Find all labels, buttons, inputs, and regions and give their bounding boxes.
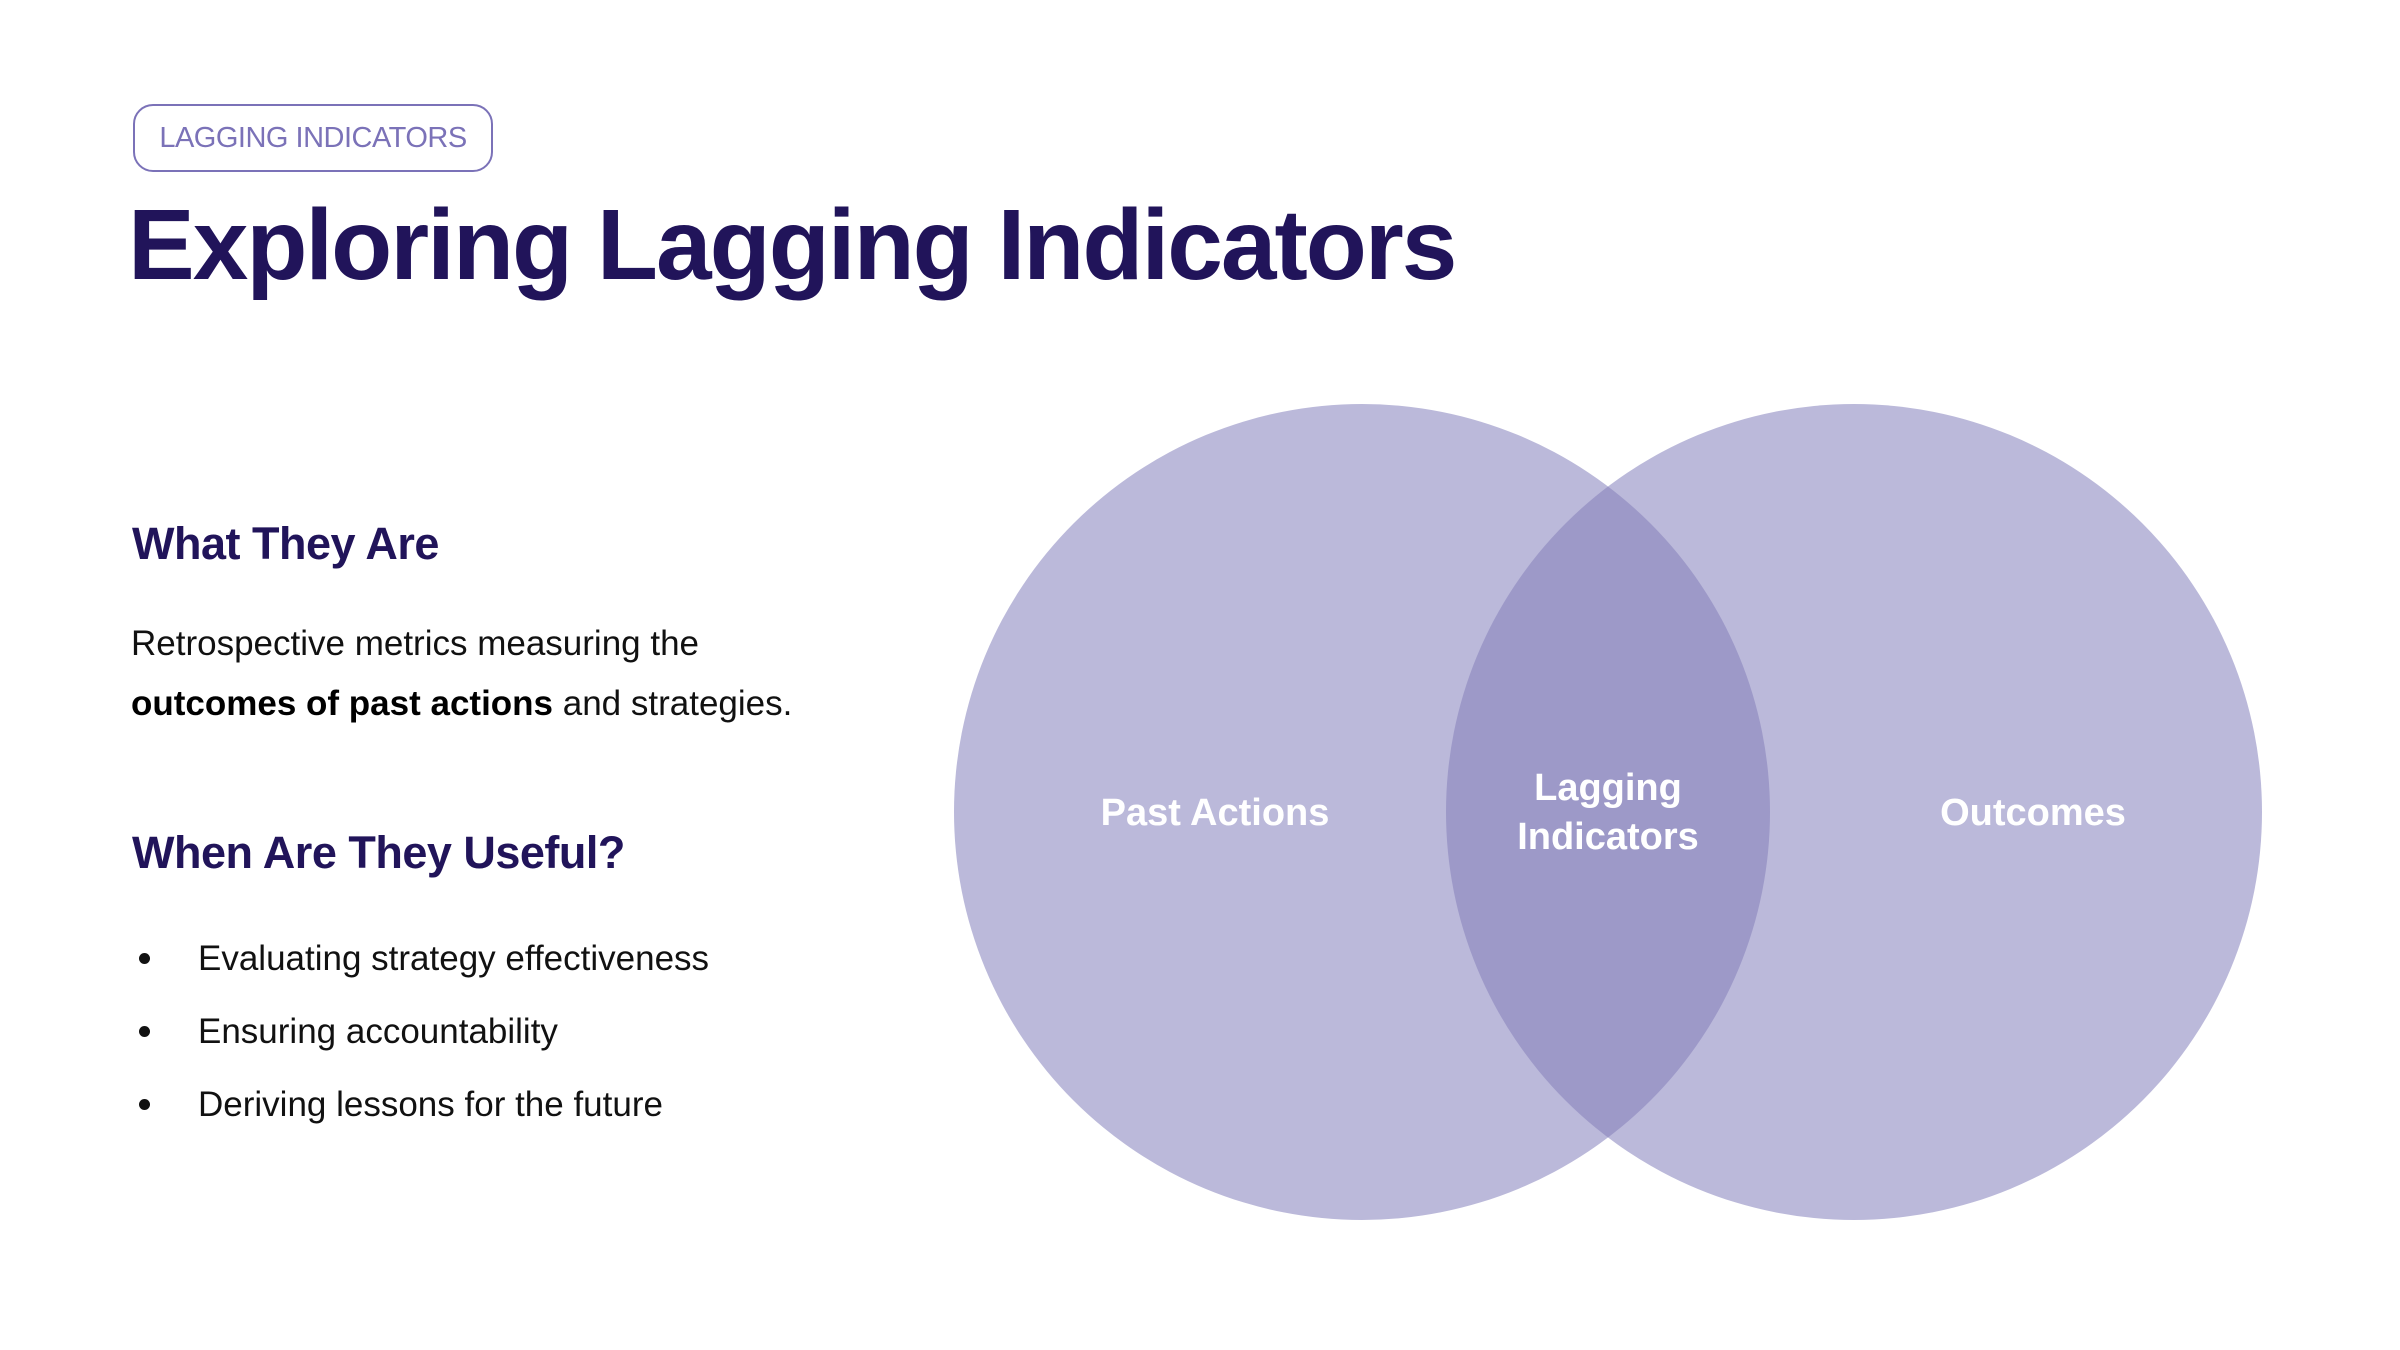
bullet-icon: [139, 1099, 150, 1110]
list-item: Deriving lessons for the future: [131, 1068, 709, 1141]
bullet-icon: [139, 953, 150, 964]
list-item-text: Ensuring accountability: [198, 1011, 558, 1051]
what-description: Retrospective metrics measuring the outc…: [131, 614, 811, 734]
list-item: Evaluating strategy effectiveness: [131, 922, 709, 995]
desc-text-end: and strategies.: [553, 684, 793, 723]
lagging-label-line1: Lagging: [1534, 767, 1682, 809]
page-title: Exploring Lagging Indicators: [128, 189, 1457, 301]
outcomes-label: Outcomes: [1940, 792, 2126, 834]
list-item-text: Evaluating strategy effectiveness: [198, 938, 710, 978]
past-actions-label: Past Actions: [1101, 792, 1330, 834]
desc-bold: outcomes of past actions: [131, 684, 554, 723]
desc-text: Retrospective metrics measuring the: [131, 624, 699, 663]
overlap-region: [1446, 404, 1770, 1220]
usefulness-list: Evaluating strategy effectiveness Ensuri…: [131, 922, 709, 1141]
section-badge: LAGGING INDICATORS: [133, 104, 493, 172]
list-item-text: Deriving lessons for the future: [198, 1084, 663, 1124]
lagging-label-line2: Indicators: [1517, 816, 1699, 858]
what-heading: What They Are: [132, 518, 439, 569]
bullet-icon: [139, 1026, 150, 1037]
list-item: Ensuring accountability: [131, 995, 709, 1068]
when-heading: When Are They Useful?: [132, 827, 625, 878]
